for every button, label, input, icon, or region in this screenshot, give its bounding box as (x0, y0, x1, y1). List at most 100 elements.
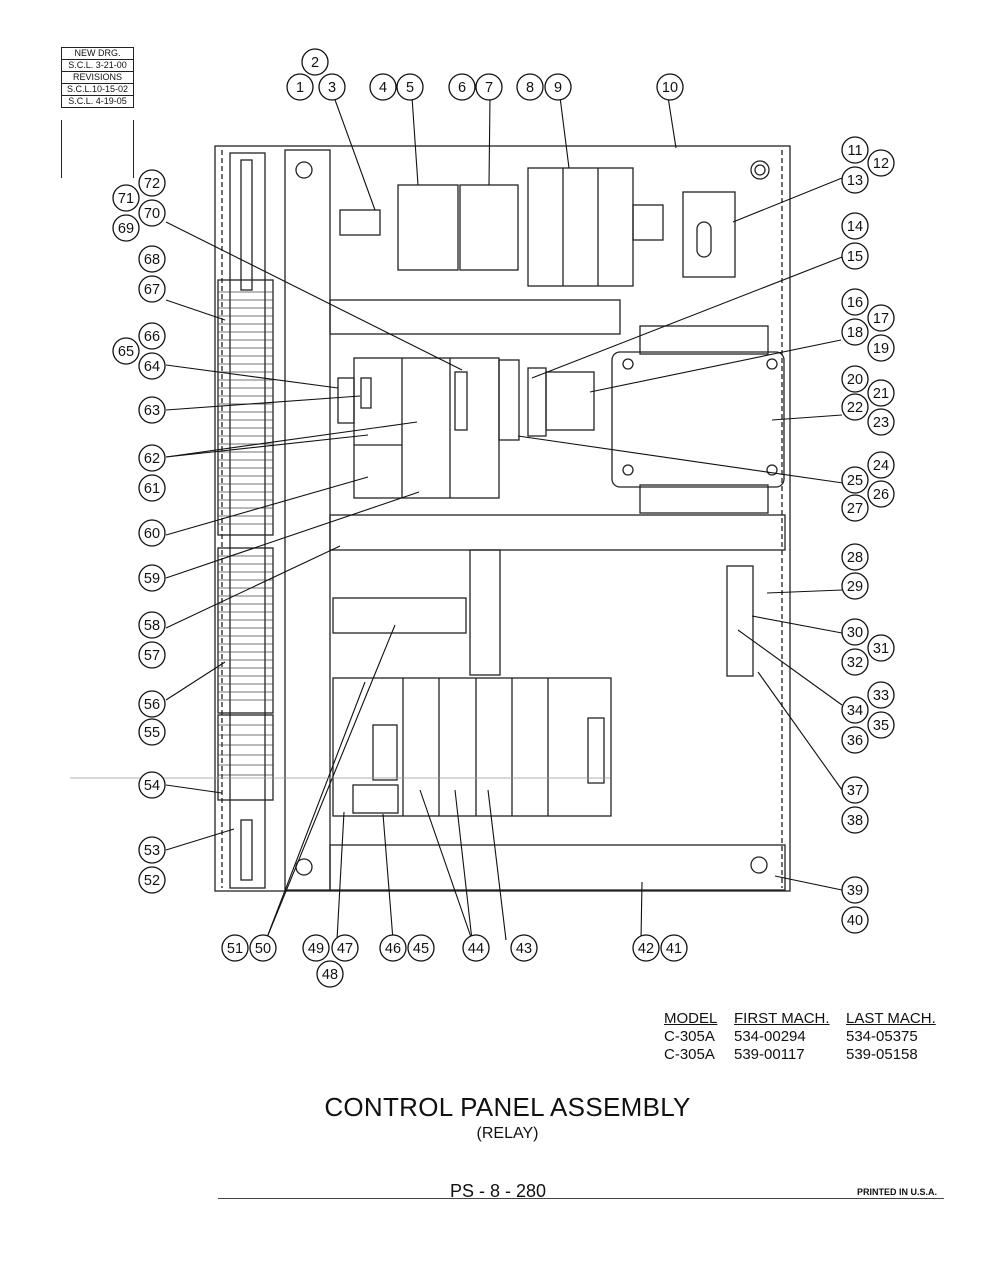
callout-37: 37 (841, 776, 869, 804)
ground-bar (726, 565, 754, 677)
callout-balloon (138, 322, 166, 350)
callout-31: 31 (867, 634, 895, 662)
callout-balloon (841, 288, 869, 316)
callout-62: 62 (138, 444, 166, 472)
callout-number: 22 (847, 400, 863, 416)
callout-number: 2 (311, 55, 319, 71)
callout-balloon (318, 73, 346, 101)
plc-rack (332, 677, 612, 817)
revision-2: S.C.L. 4-19-05 (68, 96, 127, 106)
left-din-rail (229, 152, 266, 889)
callout-number: 70 (144, 206, 160, 222)
callout-balloon (867, 304, 895, 332)
callout-number: 60 (144, 526, 160, 542)
callout-46: 46 (379, 934, 407, 962)
callout-number: 47 (337, 941, 353, 957)
callout-balloon (138, 866, 166, 894)
callout-number: 63 (144, 403, 160, 419)
callout-15: 15 (841, 242, 869, 270)
callout-40: 40 (841, 906, 869, 934)
callout-balloon (841, 648, 869, 676)
callout-number: 67 (144, 282, 160, 298)
callout-number: 62 (144, 451, 160, 467)
callout-number: 36 (847, 733, 863, 749)
callout-number: 31 (873, 641, 889, 657)
callout-number: 59 (144, 571, 160, 587)
callout-balloon (656, 73, 684, 101)
callout-41: 41 (660, 934, 688, 962)
callout-5: 5 (396, 73, 424, 101)
header-last-mach: LAST MACH. (846, 1010, 936, 1027)
callout-number: 35 (873, 718, 889, 734)
callout-balloon (331, 934, 359, 962)
callout-balloon (138, 245, 166, 273)
callout-64: 64 (138, 352, 166, 380)
callout-number: 8 (526, 80, 534, 96)
callout-36: 36 (841, 726, 869, 754)
center-wire-duct (469, 549, 501, 676)
callout-balloon (138, 519, 166, 547)
callout-balloon (841, 543, 869, 571)
callout-number: 40 (847, 913, 863, 929)
callout-number: 61 (144, 481, 160, 497)
callout-number: 46 (385, 941, 401, 957)
revisions-label: REVISIONS (62, 72, 133, 84)
callout-balloon (221, 934, 249, 962)
callout-balloon (510, 934, 538, 962)
callout-balloon (841, 726, 869, 754)
callout-2: 2 (301, 48, 329, 76)
callout-66: 66 (138, 322, 166, 350)
model-cell: C-305A (664, 1046, 715, 1063)
callout-balloon (407, 934, 435, 962)
callout-49: 49 (302, 934, 330, 962)
callout-48: 48 (316, 960, 344, 988)
callout-number: 45 (413, 941, 429, 957)
callout-number: 71 (118, 191, 134, 207)
callout-balloon (396, 73, 424, 101)
last-mach-cell: 534-05375 (846, 1028, 918, 1045)
callout-42: 42 (632, 934, 660, 962)
terminal-strip-upper (217, 279, 274, 536)
callout-44: 44 (462, 934, 490, 962)
callout-9: 9 (544, 73, 572, 101)
callout-number: 54 (144, 778, 160, 794)
callout-56: 56 (138, 690, 166, 718)
bottom-wire-duct (329, 844, 786, 891)
callout-balloon (632, 934, 660, 962)
callout-balloon (462, 934, 490, 962)
callout-39: 39 (841, 876, 869, 904)
callout-1: 1 (286, 73, 314, 101)
callout-balloon (867, 379, 895, 407)
callout-balloon (841, 136, 869, 164)
callout-number: 48 (322, 967, 338, 983)
callout-balloon (867, 451, 895, 479)
callout-balloon (112, 184, 140, 212)
callout-21: 21 (867, 379, 895, 407)
callout-balloon (516, 73, 544, 101)
page-number: PS - 8 - 280 (450, 1181, 547, 1201)
callout-balloon (841, 776, 869, 804)
callout-number: 5 (406, 80, 414, 96)
callout-number: 16 (847, 295, 863, 311)
backplate (214, 145, 791, 892)
callout-balloon (660, 934, 688, 962)
callout-61: 61 (138, 474, 166, 502)
callout-balloon (867, 149, 895, 177)
callout-10: 10 (656, 73, 684, 101)
callout-67: 67 (138, 275, 166, 303)
callout-number: 30 (847, 625, 863, 641)
callout-balloon (867, 711, 895, 739)
callout-balloon (138, 169, 166, 197)
callout-17: 17 (867, 304, 895, 332)
callout-number: 9 (554, 80, 562, 96)
callout-balloon (112, 337, 140, 365)
callout-number: 58 (144, 618, 160, 634)
callout-53: 53 (138, 836, 166, 864)
callout-balloon (867, 334, 895, 362)
fuse-block-a (397, 184, 459, 271)
callout-number: 37 (847, 783, 863, 799)
callout-25: 25 (841, 466, 869, 494)
callout-58: 58 (138, 611, 166, 639)
callout-balloon (138, 396, 166, 424)
